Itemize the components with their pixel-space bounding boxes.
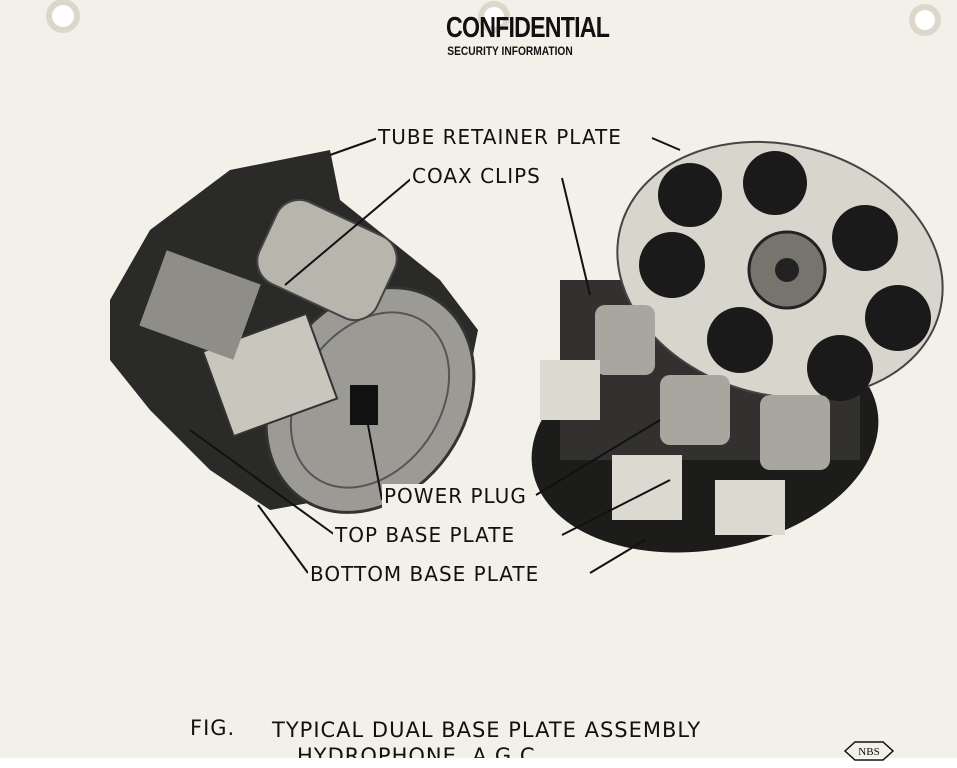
label-power-plug: POWER PLUG — [382, 484, 529, 508]
left-assembly-image — [110, 150, 478, 514]
nbs-logo: NBS — [843, 741, 895, 761]
stamp-subtitle: SECURITY INFORMATION — [447, 44, 573, 58]
confidential-stamp: CONFIDENTIAL SECURITY INFORMATION — [430, 12, 610, 58]
label-coax-clips: COAX CLIPS — [410, 164, 543, 188]
label-top-base-plate: TOP BASE PLATE — [333, 523, 518, 547]
caption-fig: FIG. — [190, 716, 236, 740]
scan-edge — [0, 758, 957, 768]
right-assembly-image — [531, 140, 944, 553]
punch-hole-left — [52, 5, 74, 27]
nbs-logo-text: NBS — [858, 746, 879, 758]
punch-hole-right — [915, 10, 935, 30]
caption-line2: HYDROPHONE A.G.C. — [297, 744, 544, 758]
label-bottom-base-plate: BOTTOM BASE PLATE — [308, 562, 542, 586]
label-tube-retainer-plate: TUBE RETAINER PLATE — [376, 125, 624, 149]
leader-lines — [189, 137, 681, 574]
caption-line1: TYPICAL DUAL BASE PLATE ASSEMBLY — [272, 718, 702, 742]
punch-hole-center — [484, 7, 504, 27]
